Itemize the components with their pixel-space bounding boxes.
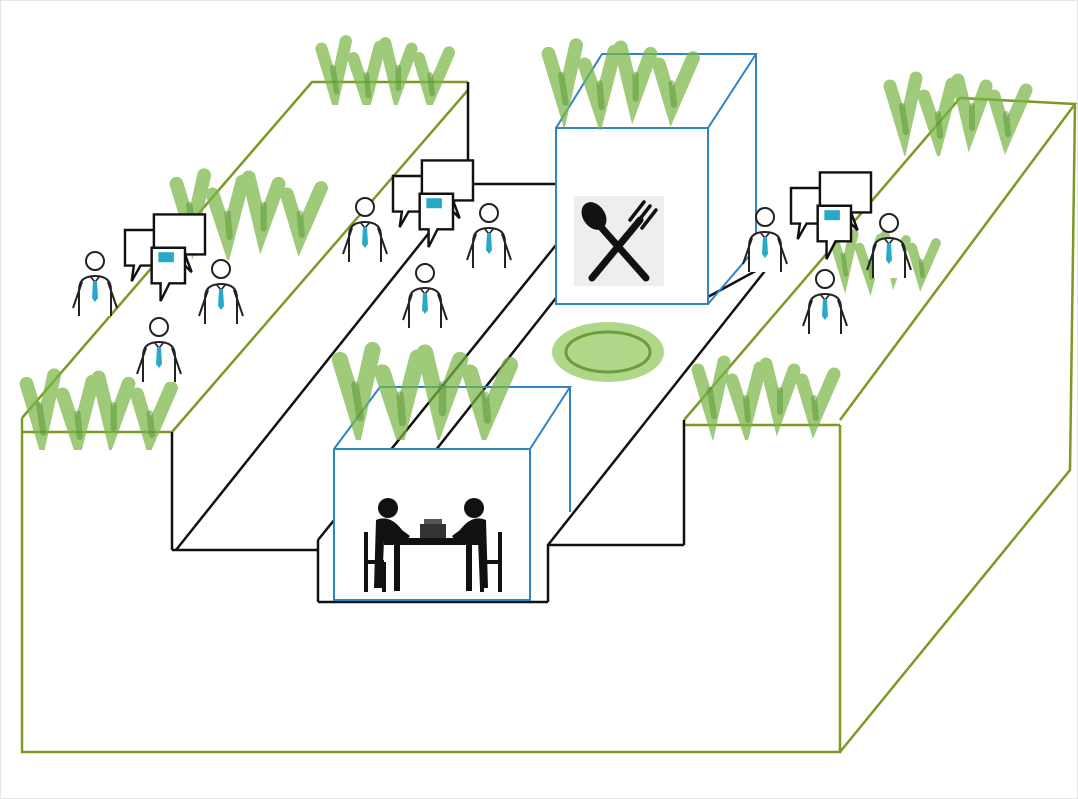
plate-icon	[552, 322, 664, 382]
right-group	[743, 172, 911, 334]
middle-group	[343, 160, 511, 328]
fork-spoon-icon	[574, 196, 664, 286]
dining-cube	[334, 387, 570, 600]
left-group	[73, 214, 243, 382]
right-planter	[684, 98, 1075, 545]
